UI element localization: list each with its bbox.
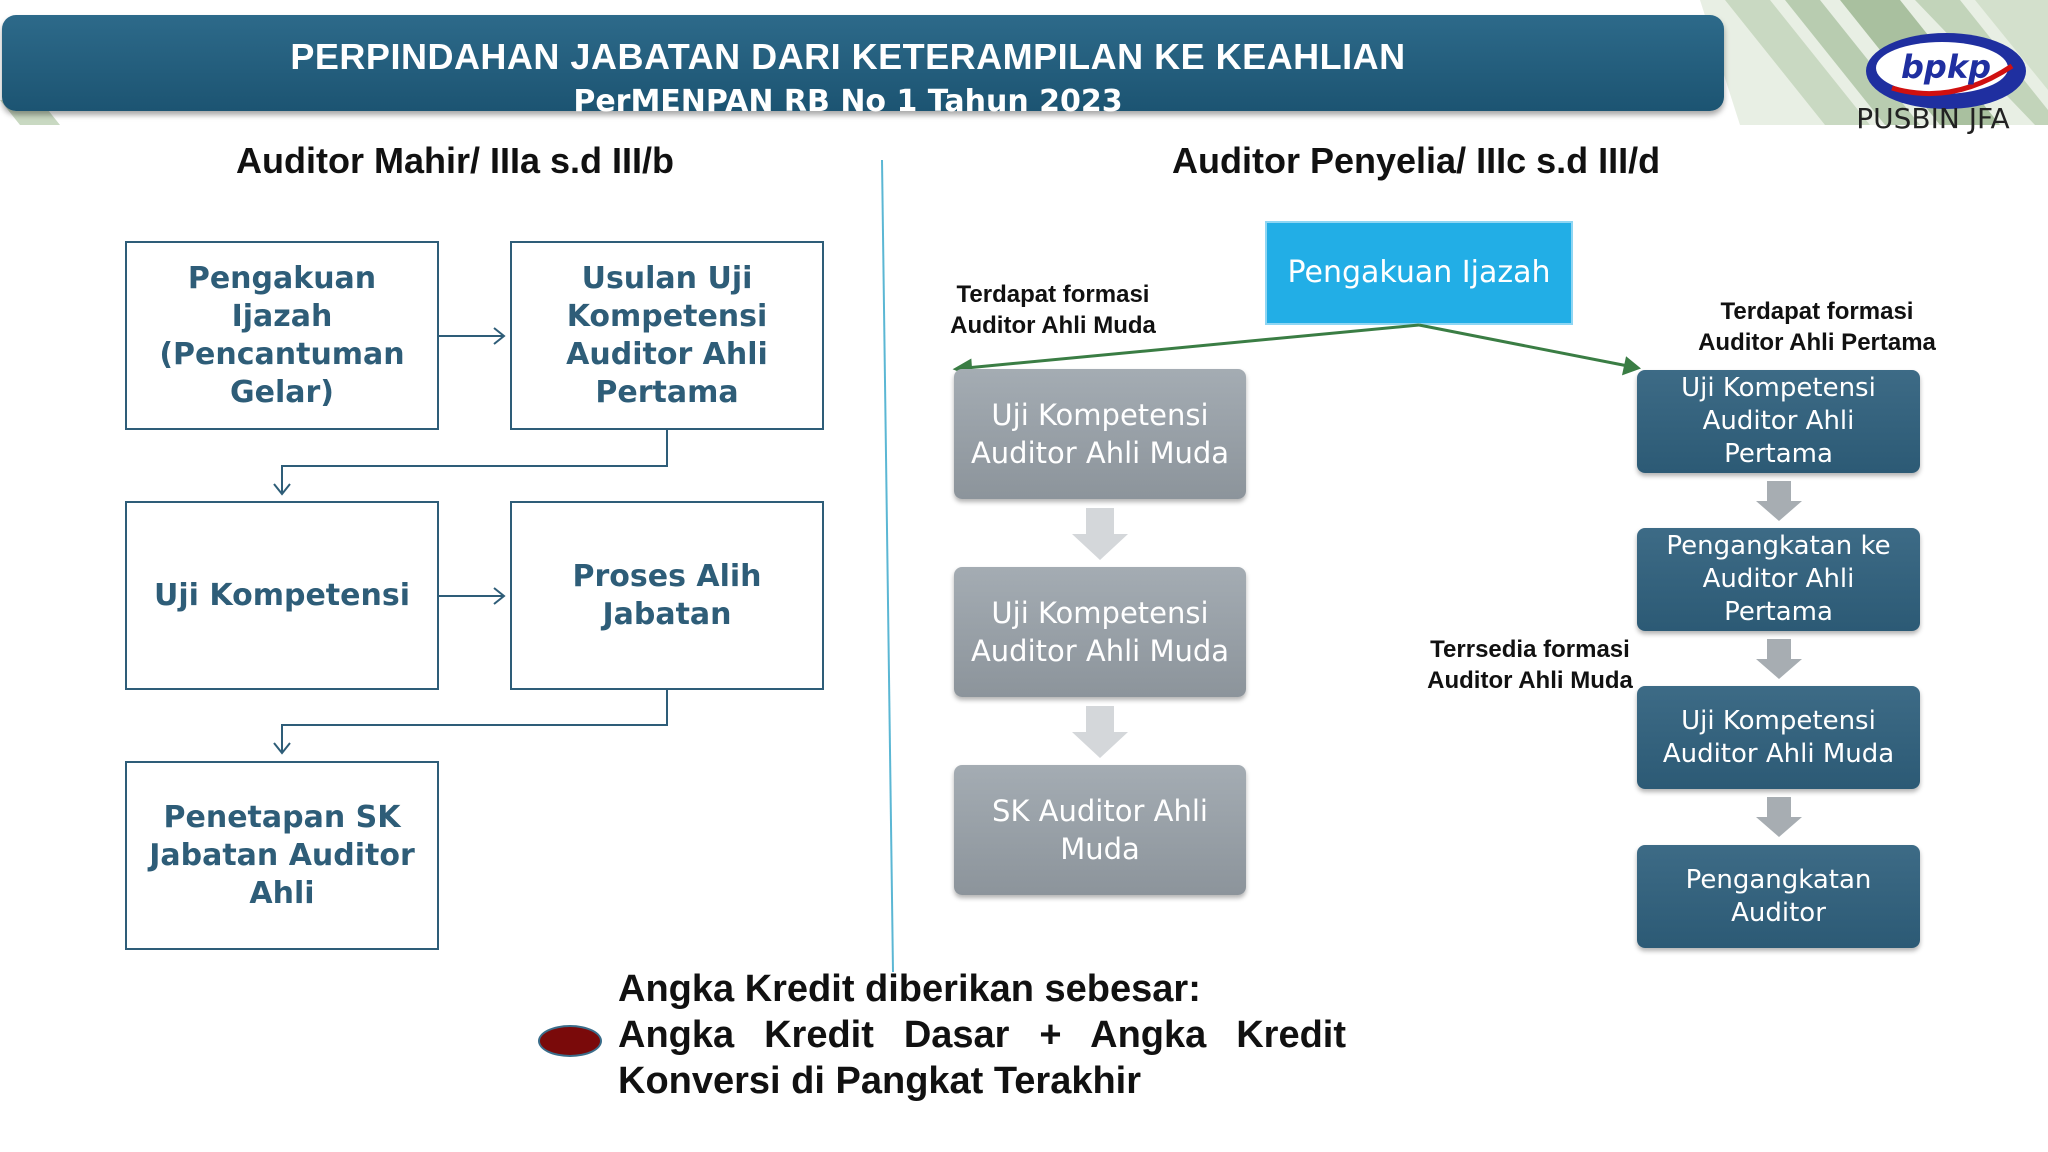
angka-kredit-line-3: Konversi di Pangkat Terakhir xyxy=(618,1060,1142,1102)
left-flow-connectors xyxy=(273,327,668,755)
section-divider xyxy=(881,159,894,973)
bullet-icon xyxy=(538,1025,602,1057)
page-title: PERPINDAHAN JABATAN DARI KETERAMPILAN KE… xyxy=(290,36,1406,77)
logo-wordmark: bpkp xyxy=(1901,48,1991,86)
right-section-title: Auditor Penyelia/ IIIc s.d III/d xyxy=(1172,140,1661,181)
navy-box-uji-kompetensi-pertama: Uji Kompetensi Auditor Ahli Pertama xyxy=(1637,370,1920,473)
bpkp-logo: bpkp xyxy=(1862,26,2030,116)
down-arrow-icon xyxy=(1756,481,1802,521)
box-pengakuan-ijazah: Pengakuan Ijazah (Pencantuman Gelar) xyxy=(125,241,439,430)
navy-box-uji-kompetensi-muda: Uji Kompetensi Auditor Ahli Muda xyxy=(1637,686,1920,789)
grey-box-sk-auditor: SK Auditor Ahli Muda xyxy=(954,765,1246,895)
title-banner: PERPINDAHAN JABATAN DARI KETERAMPILAN KE… xyxy=(2,15,1724,119)
down-arrow-icon xyxy=(1072,508,1128,560)
angka-kredit-line-1: Angka Kredit diberikan sebesar: xyxy=(618,968,1201,1010)
note-tersedia-formasi: Terrsedia formasi Auditor Ahli Muda xyxy=(1427,636,1633,694)
note-formasi-ahli-pertama: Terdapat formasi Auditor Ahli Pertama xyxy=(1698,298,1936,356)
grey-box-uji-kompetensi-2: Uji Kompetensi Auditor Ahli Muda xyxy=(954,567,1246,697)
box-penetapan-sk: Penetapan SK Jabatan Auditor Ahli xyxy=(125,761,439,950)
down-arrow-icon xyxy=(1072,706,1128,758)
grey-box-uji-kompetensi-1: Uji Kompetensi Auditor Ahli Muda xyxy=(954,369,1246,499)
page-subtitle: PerMENPAN RB No 1 Tahun 2023 xyxy=(573,84,1123,119)
box-usulan-uji-kompetensi: Usulan Uji Kompetensi Auditor Ahli Perta… xyxy=(510,241,824,430)
box-uji-kompetensi: Uji Kompetensi xyxy=(125,501,439,690)
angka-kredit-note: Angka Kredit diberikan sebesar: Angka Kr… xyxy=(618,966,1346,1104)
left-section-title: Auditor Mahir/ IIIa s.d III/b xyxy=(236,140,675,181)
box-pengakuan-ijazah-right: Pengakuan Ijazah xyxy=(1265,221,1573,325)
navy-box-pengangkatan-auditor: Pengangkatan Auditor xyxy=(1637,845,1920,948)
logo-caption: PUSBIN JFA xyxy=(1856,102,2010,135)
down-arrow-icon xyxy=(1756,797,1802,837)
down-arrow-icon xyxy=(1756,639,1802,679)
box-proses-alih-jabatan: Proses Alih Jabatan xyxy=(510,501,824,690)
navy-box-pengangkatan-pertama: Pengangkatan ke Auditor Ahli Pertama xyxy=(1637,528,1920,631)
note-formasi-ahli-muda: Terdapat formasi Auditor Ahli Muda xyxy=(950,281,1156,339)
angka-kredit-line-2: Angka Kredit Dasar + Angka Kredit xyxy=(618,1014,1346,1056)
